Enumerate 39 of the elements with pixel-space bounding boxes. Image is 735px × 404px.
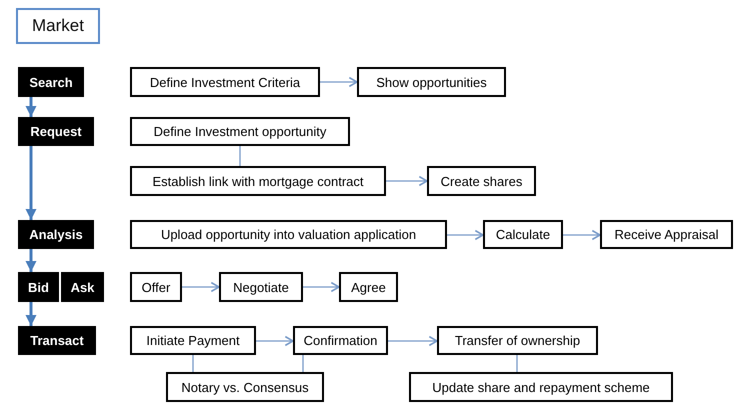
connector-line xyxy=(302,355,304,372)
stage-box: Request xyxy=(18,117,94,146)
connector-line xyxy=(516,355,518,372)
arrow xyxy=(303,282,340,292)
process-box: Create shares xyxy=(427,166,536,196)
arrow xyxy=(26,146,36,220)
process-box: Negotiate xyxy=(219,272,303,302)
arrow xyxy=(256,336,294,346)
process-box: Define Investment opportunity xyxy=(130,117,350,146)
arrow xyxy=(26,302,36,326)
process-box: Confirmation xyxy=(293,326,388,355)
stage-box: Search xyxy=(18,67,84,97)
stage-box: Bid xyxy=(18,272,59,302)
process-box: Transfer of ownership xyxy=(437,326,598,355)
arrow xyxy=(182,282,220,292)
process-box: Notary vs. Consensus xyxy=(166,372,324,402)
process-box: Calculate xyxy=(483,220,563,249)
arrow xyxy=(320,76,358,88)
arrow xyxy=(388,336,438,346)
arrow xyxy=(386,176,428,186)
process-box: Agree xyxy=(339,272,398,302)
process-box: Receive Appraisal xyxy=(600,220,733,249)
process-box: Show opportunities xyxy=(357,67,506,97)
process-box: Update share and repayment scheme xyxy=(409,372,673,402)
arrow xyxy=(26,97,36,117)
process-box: Offer xyxy=(130,272,182,302)
stage-box: Ask xyxy=(61,272,104,302)
connector-line xyxy=(192,355,194,372)
stage-box: Analysis xyxy=(18,220,94,249)
stage-box: Transact xyxy=(18,326,96,355)
process-box: Upload opportunity into valuation application xyxy=(130,220,447,249)
process-box: Initiate Payment xyxy=(130,326,256,355)
arrow xyxy=(26,249,36,272)
title-box: Market xyxy=(16,8,100,44)
connector-line xyxy=(239,146,241,166)
process-box: Establish link with mortgage contract xyxy=(130,166,386,196)
arrow xyxy=(563,230,601,240)
process-box: Define Investment Criteria xyxy=(130,67,320,97)
arrow xyxy=(447,230,484,240)
